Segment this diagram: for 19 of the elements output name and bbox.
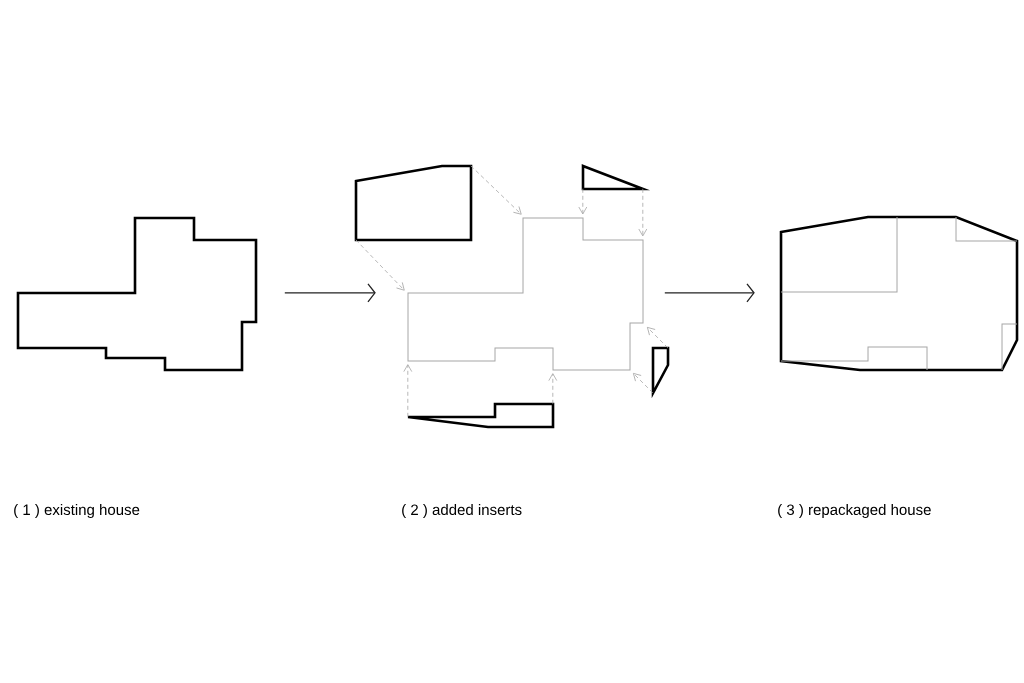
arrow xyxy=(664,283,755,303)
floor-plan-outline xyxy=(16,216,258,372)
caption: ( 3 ) repackaged house xyxy=(778,504,931,518)
floor-plan-outline xyxy=(581,164,651,191)
dashed-arrow xyxy=(578,188,588,215)
dashed-arrow xyxy=(647,326,669,349)
dashed-arrow xyxy=(548,373,558,405)
dashed-arrow xyxy=(355,239,405,291)
floor-plan-outline xyxy=(406,402,555,429)
floor-plan-outline xyxy=(354,164,473,242)
dashed-arrow xyxy=(638,188,648,237)
caption: ( 2 ) added inserts xyxy=(402,504,522,518)
dashed-arrow xyxy=(633,372,654,394)
arrow xyxy=(284,283,376,303)
floor-plan-outline xyxy=(407,217,644,371)
dashed-arrow xyxy=(470,165,522,215)
dashed-arrow xyxy=(403,364,413,418)
caption: ( 1 ) existing house xyxy=(14,504,140,518)
floor-plan-outline xyxy=(779,215,1019,372)
